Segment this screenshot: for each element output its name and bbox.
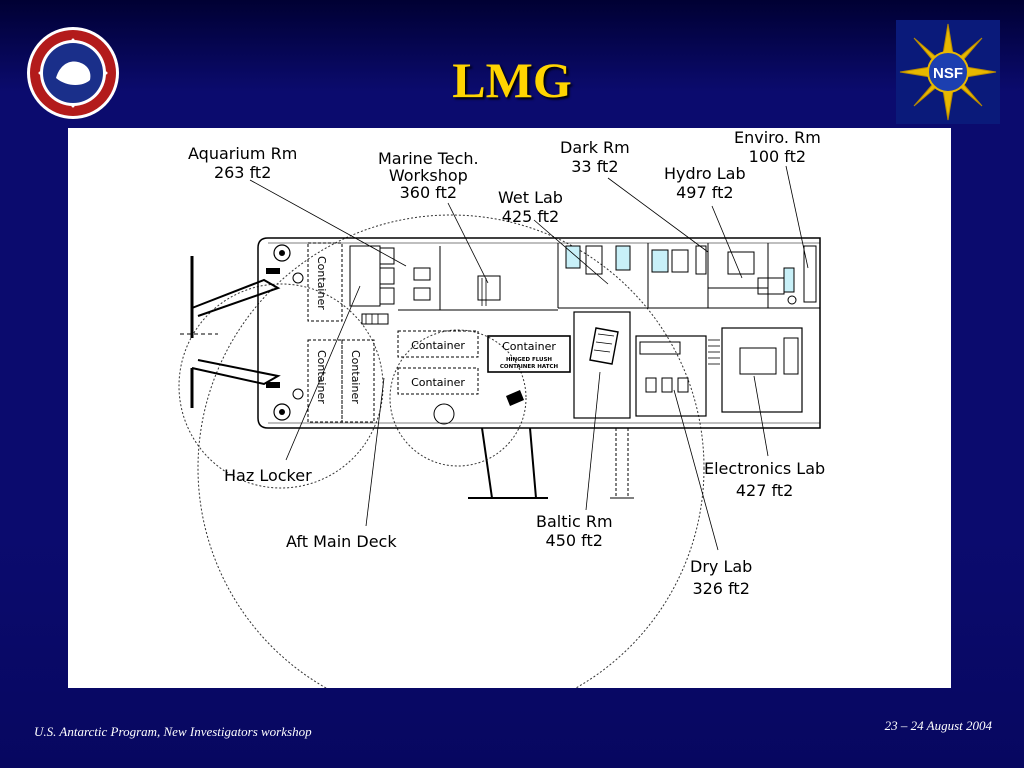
baltic-rm-area: 450 ft2: [545, 531, 603, 550]
nsf-logo: NSF: [896, 20, 1000, 124]
crane-radius-large: [197, 214, 705, 688]
electronics-lab-name: Electronics Lab: [704, 459, 826, 478]
crane-radius-mid: [389, 329, 527, 467]
footer-left: U.S. Antarctic Program, New Investigator…: [34, 724, 312, 739]
container-aft-3: Container: [349, 350, 362, 404]
room-label-aquarium: Aquarium Rm 263 ft2: [188, 144, 297, 182]
hatch-note-line1: HINGED FLUSH: [506, 357, 552, 363]
wet-lab-area: 425 ft2: [501, 207, 560, 226]
hydro-lab-area: 497 ft2: [676, 183, 734, 202]
marine-tech-name-2: Workshop: [388, 166, 468, 185]
dry-lab-area: 326 ft2: [692, 579, 750, 598]
room-label-baltic-rm: Baltic Rm 450 ft2: [536, 512, 613, 550]
dark-rm-name: Dark Rm: [560, 138, 630, 157]
aquarium-area: 263 ft2: [213, 163, 272, 182]
marine-tech-name-1: Marine Tech.: [378, 149, 479, 168]
aft-main-deck-name: Aft Main Deck: [286, 532, 397, 551]
container-mid-2: Container: [411, 376, 465, 389]
deck-plan-diagram: Container Container Container Container …: [68, 128, 951, 688]
room-label-electronics-lab: Electronics Lab 427 ft2: [704, 458, 825, 502]
wet-lab-name: Wet Lab: [498, 188, 563, 207]
deck-plan-drawing: Container Container Container Container …: [178, 165, 821, 688]
room-label-hydro-lab: Hydro Lab 497 ft2: [664, 164, 746, 202]
room-label-dry-lab: Dry Lab 326 ft2: [690, 556, 752, 600]
container-mid-1: Container: [411, 339, 465, 352]
container-hatch-label: Container: [502, 340, 556, 353]
usap-nsf-seal-icon: [27, 27, 119, 119]
room-label-haz-locker: Haz Locker: [224, 466, 312, 485]
usap-seal-logo: [26, 26, 120, 120]
container-aft-1: Container: [315, 256, 328, 310]
slide-title: LMG: [452, 52, 572, 108]
footer-right: 23 – 24 August 2004: [884, 718, 992, 733]
nsf-logo-text: NSF: [933, 65, 963, 82]
haz-locker-name: Haz Locker: [224, 466, 312, 485]
aquarium-name: Aquarium Rm: [188, 144, 298, 163]
hull-outline: [257, 237, 821, 429]
hydro-lab-name: Hydro Lab: [664, 164, 746, 183]
nsf-logo-icon: NSF: [896, 20, 1000, 124]
hatch-note-line2: CONTAINER HATCH: [500, 364, 559, 370]
electronics-lab-area: 427 ft2: [735, 481, 794, 500]
room-label-aft-main-deck: Aft Main Deck: [286, 532, 397, 551]
dry-lab-name: Dry Lab: [690, 557, 753, 576]
baltic-rm-name: Baltic Rm: [536, 512, 613, 531]
enviro-rm-area: 100 ft2: [748, 147, 807, 166]
room-label-wet-lab: Wet Lab 425 ft2: [498, 188, 563, 226]
enviro-rm-name: Enviro. Rm: [734, 128, 821, 147]
room-label-dark-rm: Dark Rm 33 ft2: [560, 138, 630, 176]
room-label-enviro-rm: Enviro. Rm 100 ft2: [734, 128, 821, 166]
dark-rm-area: 33 ft2: [571, 157, 619, 176]
marine-tech-area: 360 ft2: [399, 183, 458, 202]
room-label-marine-tech: Marine Tech. Workshop 360 ft2: [378, 150, 479, 201]
